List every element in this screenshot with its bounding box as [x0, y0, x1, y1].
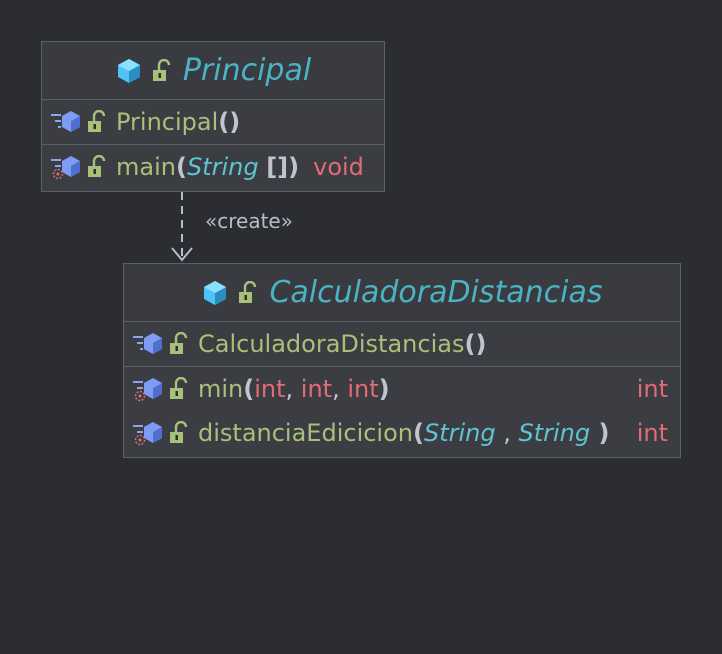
methods-section: main(String []) void — [42, 145, 384, 189]
method-row-main[interactable]: main(String []) void — [42, 145, 384, 189]
return-type: int — [636, 419, 668, 447]
constructor-name: CalculadoraDistancias — [198, 330, 465, 358]
method-icon — [133, 333, 162, 354]
empty-params: () — [218, 108, 241, 136]
class-icon — [204, 280, 227, 305]
static-method-icon — [133, 378, 162, 402]
constructor-row[interactable]: CalculadoraDistancias() — [124, 322, 680, 366]
class-icon — [117, 58, 140, 83]
class-calculadora-distancias[interactable]: CalculadoraDistancias CalculadoraDis — [123, 263, 681, 458]
class-name: CalculadoraDistancias — [269, 275, 603, 310]
param-type: int — [300, 375, 333, 403]
param-type: String — [518, 419, 591, 447]
close-paren: ) — [378, 375, 390, 403]
class-name: Principal — [182, 53, 312, 88]
param-type: String — [186, 153, 259, 181]
constructors-section: Principal() — [42, 100, 384, 145]
static-method-icon — [51, 156, 80, 180]
return-type: void — [313, 153, 364, 181]
method-row-min[interactable]: min(int, int, int) int — [124, 367, 680, 411]
array-suffix: [] — [266, 153, 289, 181]
empty-params: () — [464, 330, 487, 358]
relation-label: «create» — [205, 209, 293, 233]
unlocked-public-icon — [88, 110, 106, 132]
comma: , — [285, 375, 301, 403]
param-type: int — [254, 375, 286, 403]
param-type: String — [423, 419, 496, 447]
comma: , — [332, 375, 348, 403]
class-header: CalculadoraDistancias — [124, 264, 680, 322]
class-header: Principal — [42, 42, 384, 100]
method-icon — [51, 111, 80, 132]
close-paren: ) — [590, 419, 610, 447]
unlocked-public-icon — [152, 58, 171, 81]
comma: , — [495, 419, 519, 447]
constructors-section: CalculadoraDistancias() — [124, 322, 680, 367]
close-paren: ) — [288, 153, 300, 181]
unlocked-public-icon — [170, 332, 188, 354]
open-paren: ( — [413, 419, 424, 447]
open-paren: ( — [175, 153, 187, 181]
open-paren: ( — [243, 375, 255, 403]
method-name: min — [198, 375, 244, 403]
method-row-distancia-edicicion[interactable]: distanciaEdicicion(String , String ) int — [124, 411, 680, 455]
unlocked-public-icon — [170, 421, 188, 443]
return-type: int — [636, 375, 668, 403]
constructor-name: Principal — [116, 108, 219, 136]
unlocked-public-icon — [170, 377, 188, 399]
method-name: main — [116, 153, 176, 181]
methods-section: min(int, int, int) int — [124, 367, 680, 455]
static-method-icon — [133, 422, 162, 446]
unlocked-public-icon — [239, 280, 257, 303]
param-type: int — [347, 375, 379, 403]
class-principal[interactable]: Principal Principal() — [41, 41, 385, 192]
method-name: distanciaEdicicion — [198, 419, 413, 447]
constructor-row[interactable]: Principal() — [42, 100, 384, 144]
unlocked-public-icon — [88, 155, 106, 177]
